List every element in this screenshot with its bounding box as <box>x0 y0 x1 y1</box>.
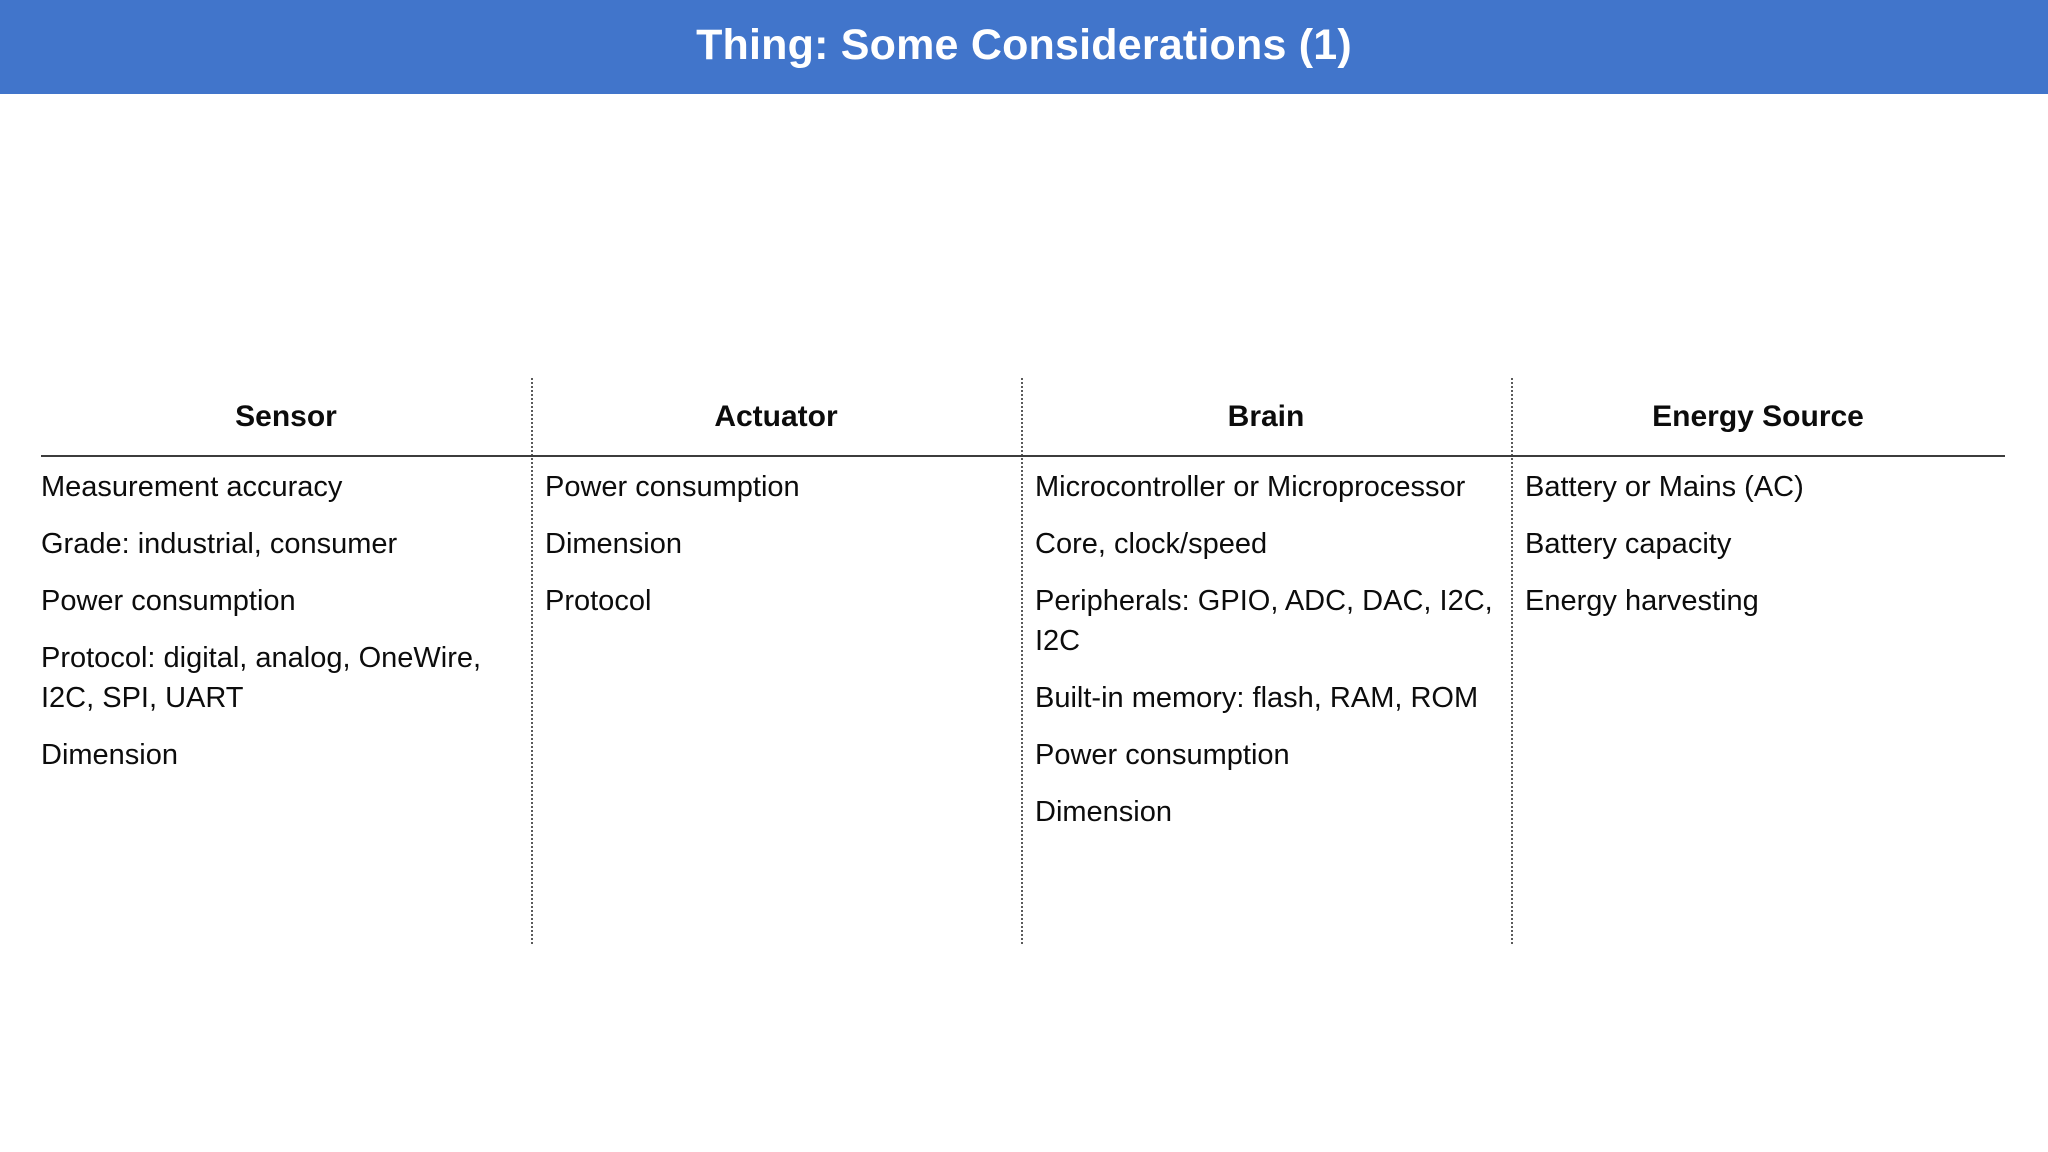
list-item: Protocol <box>545 585 652 617</box>
column-body-energy-source: Battery or Mains (AC) Battery capacity E… <box>1511 455 2005 621</box>
list-item: Dimension <box>1035 796 1172 828</box>
list-item: Grade: industrial, consumer <box>41 528 398 560</box>
page-title: Thing: Some Considerations (1) <box>696 21 1352 69</box>
table-columns: Sensor Measurement accuracy Grade: indus… <box>41 378 2005 944</box>
considerations-table: Sensor Measurement accuracy Grade: indus… <box>41 378 2005 944</box>
list-item: Peripherals: GPIO, ADC, DAC, I2C, I2C <box>1035 585 1493 657</box>
table-column-energy-source: Energy Source Battery or Mains (AC) Batt… <box>1511 378 2005 944</box>
column-header-label: Energy Source <box>1652 399 1864 433</box>
list-item: Power consumption <box>545 471 800 503</box>
list-item: Protocol: digital, analog, OneWire, I2C,… <box>41 642 482 714</box>
title-banner: Thing: Some Considerations (1) <box>0 0 2048 94</box>
list-item: Battery capacity <box>1525 528 1732 560</box>
column-header-sensor: Sensor <box>41 378 531 455</box>
list-item: Dimension <box>545 528 682 560</box>
list-item: Power consumption <box>1035 739 1290 771</box>
list-item: Core, clock/speed <box>1035 528 1268 560</box>
list-item: Microcontroller or Microprocessor <box>1035 471 1466 503</box>
header-rule <box>41 455 2005 457</box>
table-column-actuator: Actuator Power consumption Dimension Pro… <box>531 378 1021 944</box>
column-header-label: Sensor <box>235 399 337 433</box>
column-body-actuator: Power consumption Dimension Protocol <box>531 455 1021 621</box>
column-body-sensor: Measurement accuracy Grade: industrial, … <box>41 455 531 775</box>
column-header-label: Brain <box>1227 399 1305 433</box>
table-column-sensor: Sensor Measurement accuracy Grade: indus… <box>41 378 531 944</box>
column-header-energy-source: Energy Source <box>1511 378 2005 455</box>
list-item: Energy harvesting <box>1525 585 1759 617</box>
column-header-actuator: Actuator <box>531 378 1021 455</box>
column-body-brain: Microcontroller or Microprocessor Core, … <box>1021 455 1511 832</box>
column-header-brain: Brain <box>1021 378 1511 455</box>
table-column-brain: Brain Microcontroller or Microprocessor … <box>1021 378 1511 944</box>
list-item: Measurement accuracy <box>41 471 343 503</box>
list-item: Battery or Mains (AC) <box>1525 471 1804 503</box>
list-item: Dimension <box>41 739 178 771</box>
list-item: Built-in memory: flash, RAM, ROM <box>1035 682 1479 714</box>
list-item: Power consumption <box>41 585 296 617</box>
column-header-label: Actuator <box>714 399 838 433</box>
